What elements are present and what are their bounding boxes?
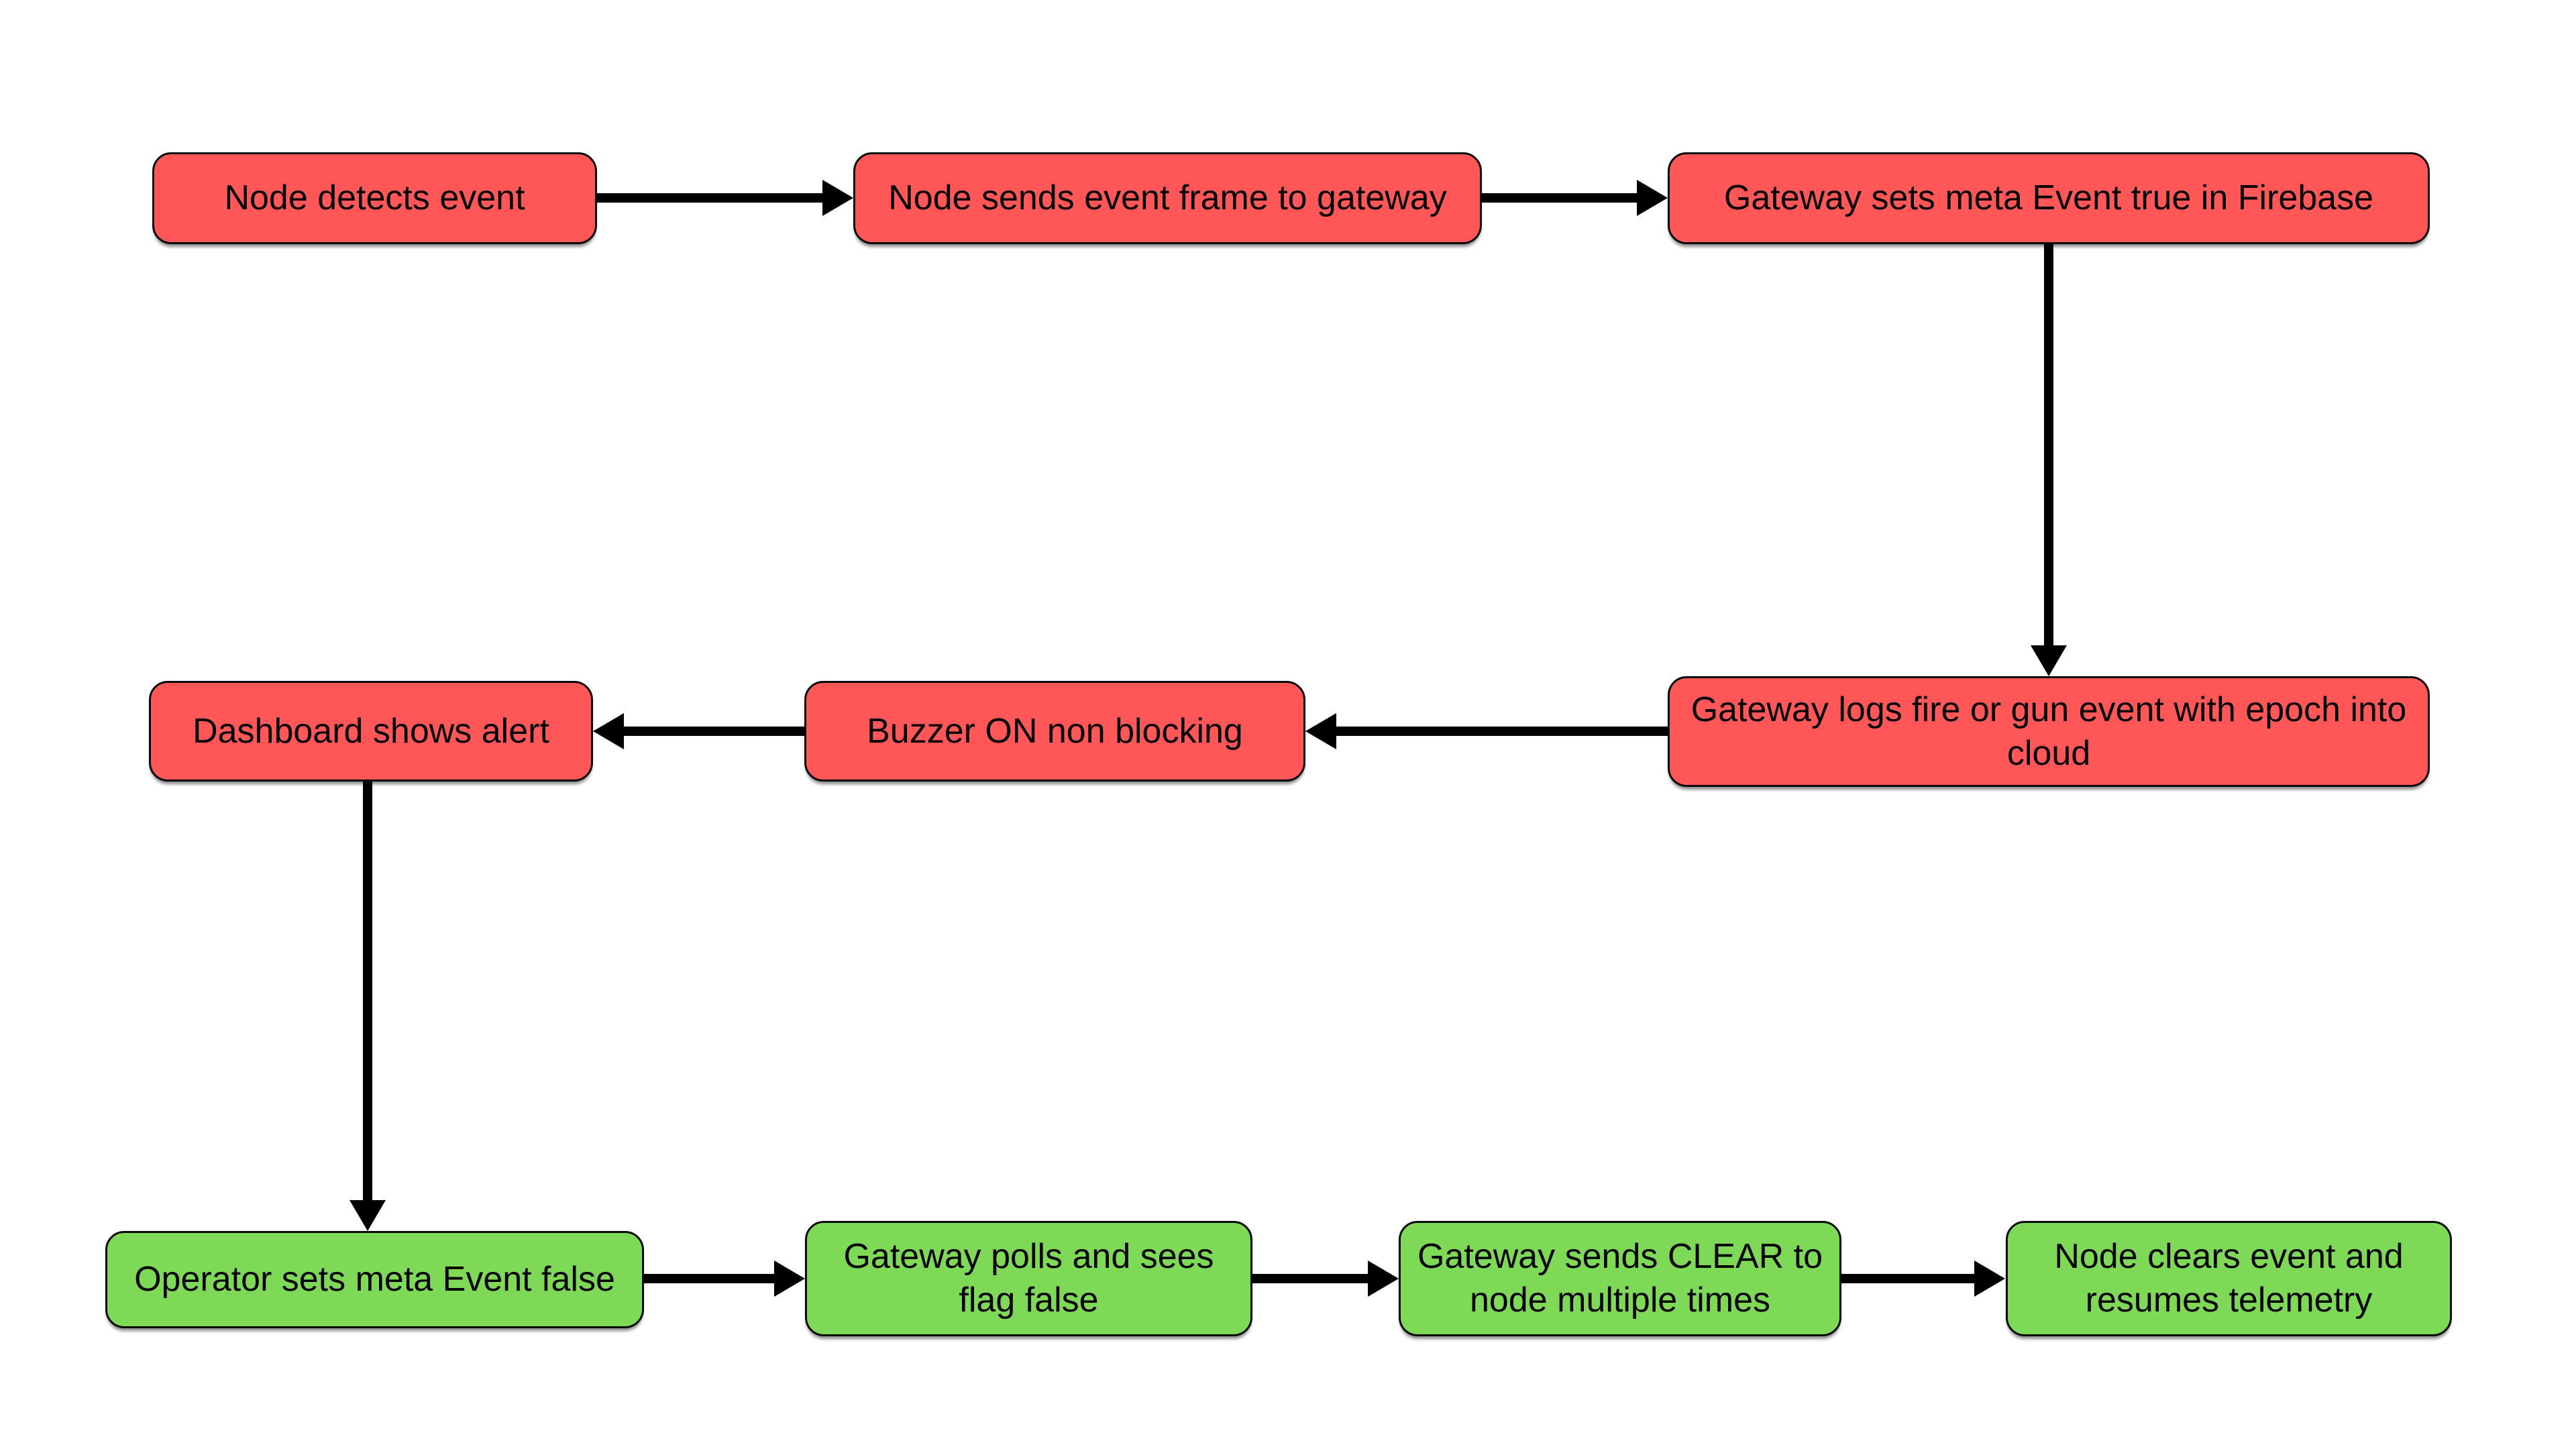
arrow-shaft: [363, 782, 372, 1200]
arrowhead-down-icon: [350, 1200, 386, 1231]
arrowhead-right-icon: [822, 180, 853, 216]
flow-node-operator-sets-meta-event-false: Operator sets meta Event false: [105, 1231, 644, 1328]
flow-node-node-sends-event-frame: Node sends event frame to gateway: [853, 152, 1482, 244]
arrow-shaft: [644, 1274, 775, 1283]
flow-node-node-clears-event: Node clears event and resumes telemetry: [2006, 1221, 2452, 1336]
arrow-shaft: [2044, 244, 2053, 645]
arrow-shaft: [597, 193, 825, 203]
flow-node-gateway-sends-clear: Gateway sends CLEAR to node multiple tim…: [1399, 1221, 1841, 1336]
arrowhead-left-icon: [593, 713, 624, 749]
flow-node-gateway-sets-meta-event-true: Gateway sets meta Event true in Firebase: [1668, 152, 2430, 244]
arrowhead-down-icon: [2031, 645, 2067, 676]
arrow-shaft: [1841, 1274, 1976, 1283]
flow-node-gateway-logs-event: Gateway logs fire or gun event with epoc…: [1668, 676, 2430, 787]
flow-node-node-detects-event: Node detects event: [152, 152, 597, 244]
arrow-shaft: [1335, 727, 1668, 736]
flow-node-buzzer-on: Buzzer ON non blocking: [804, 681, 1305, 782]
flow-node-dashboard-shows-alert: Dashboard shows alert: [149, 681, 593, 782]
arrow-shaft: [1482, 193, 1638, 203]
arrow-shaft: [623, 727, 805, 736]
arrow-shaft: [1252, 1274, 1369, 1283]
arrowhead-right-icon: [1637, 180, 1668, 216]
arrowhead-left-icon: [1305, 713, 1336, 749]
flow-node-gateway-polls-flag-false: Gateway polls and sees flag false: [805, 1221, 1252, 1336]
arrowhead-right-icon: [1368, 1260, 1399, 1297]
arrowhead-right-icon: [774, 1260, 805, 1297]
arrowhead-right-icon: [1974, 1260, 2005, 1297]
